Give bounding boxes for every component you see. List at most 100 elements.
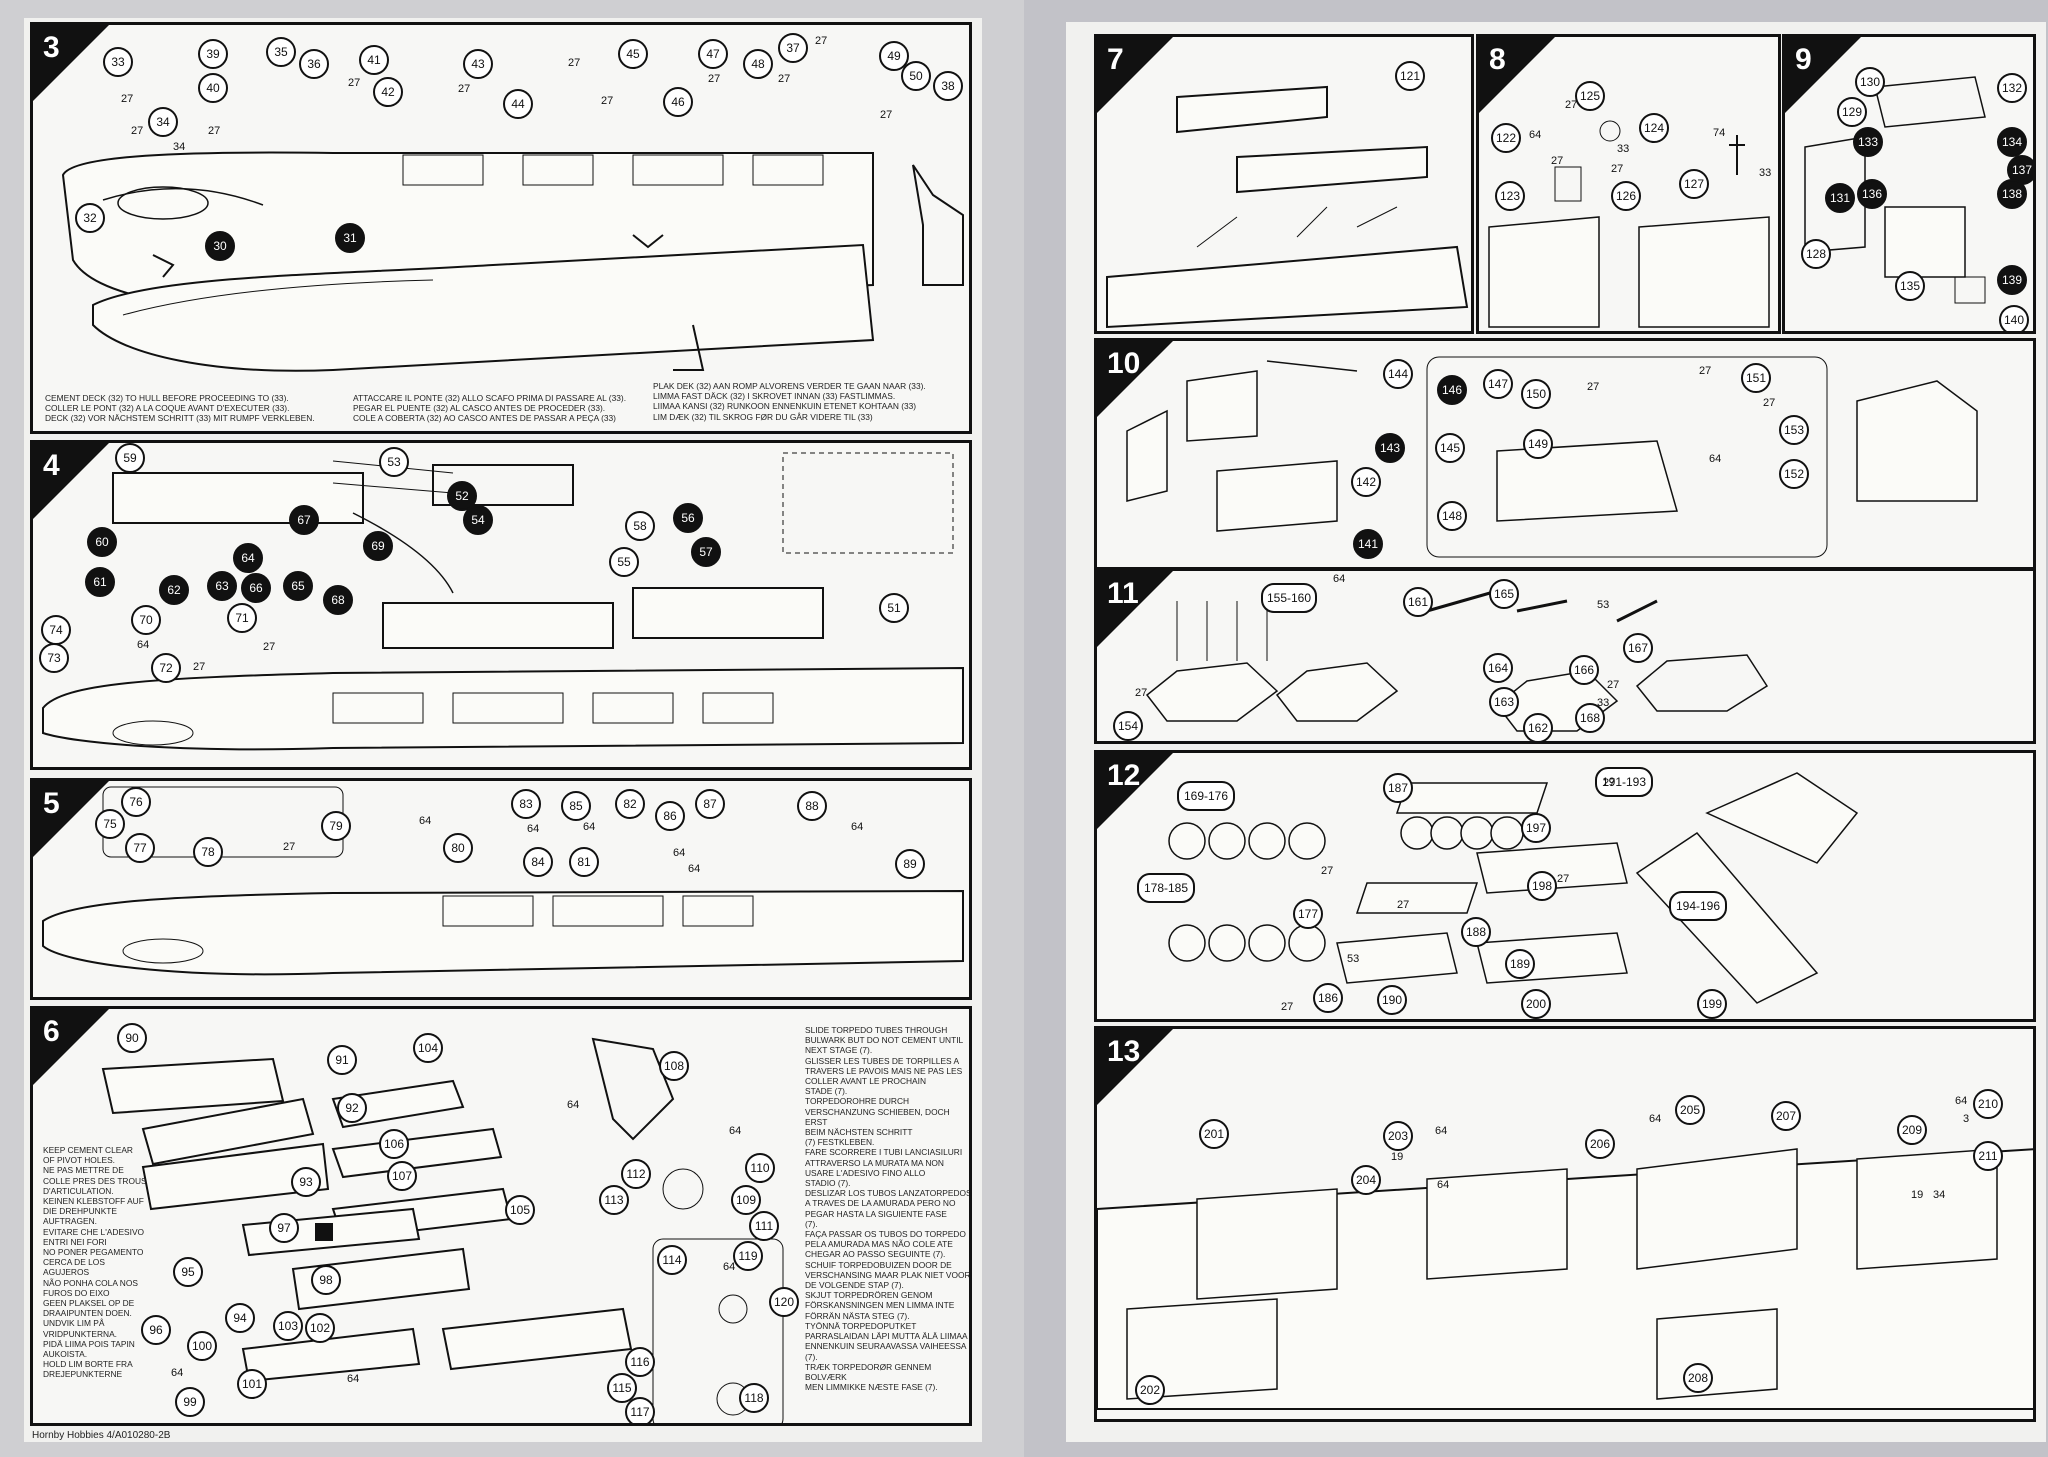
glue-ref: 33 [1759, 167, 1772, 179]
part-callout: 205 [1675, 1095, 1705, 1125]
part-callout: 93 [291, 1167, 321, 1197]
glue-ref: 64 [851, 821, 864, 833]
glue-ref: 64 [583, 821, 596, 833]
part-callout: 152 [1779, 459, 1809, 489]
part-callout: 102 [305, 1313, 335, 1343]
glue-ref: 27 [1321, 865, 1334, 877]
glue-ref: 27 [458, 83, 471, 95]
glue-ref: 27 [1699, 365, 1712, 377]
part-callout: 112 [621, 1159, 651, 1189]
part-callout: 130 [1855, 67, 1885, 97]
part-callout: 104 [413, 1033, 443, 1063]
glue-ref: 27 [568, 57, 581, 69]
part-callout: 163 [1489, 687, 1519, 717]
part-callout: 38 [933, 71, 963, 101]
part-callout: 110 [745, 1153, 775, 1183]
part-callout: 37 [778, 33, 808, 63]
glue-ref: 27 [1587, 381, 1600, 393]
part-callout: 97 [269, 1213, 299, 1243]
glue-ref: 64 [1955, 1095, 1968, 1107]
part-callout: 108 [659, 1051, 689, 1081]
part-callout: 203 [1383, 1121, 1413, 1151]
part-callout: 211 [1973, 1141, 2003, 1171]
part-callout: 148 [1437, 501, 1467, 531]
part-callout: 60 [87, 527, 117, 557]
part-callout: 61 [85, 567, 115, 597]
part-callout: 88 [797, 791, 827, 821]
part-callout: 143 [1375, 433, 1405, 463]
step-8-drawing [1488, 120, 1770, 328]
part-callout: 125 [1575, 81, 1605, 111]
part-callout: 71 [227, 603, 257, 633]
part-callout: 161 [1403, 587, 1433, 617]
glue-ref: 27 [1551, 155, 1564, 167]
part-callout: 189 [1505, 949, 1535, 979]
glue-ref: 27 [193, 661, 206, 673]
part-callout: 31 [335, 223, 365, 253]
part-callout: 177 [1293, 899, 1323, 929]
step-number-badge: 8 [1479, 37, 1555, 113]
part-callout: 36 [299, 49, 329, 79]
part-callout: 98 [311, 1265, 341, 1295]
part-callout: 166 [1569, 655, 1599, 685]
part-callout: 145 [1435, 433, 1465, 463]
step-number-badge: 4 [33, 443, 109, 519]
step-7-panel: 7 121 [1094, 34, 1474, 334]
glue-ref: 27 [1607, 679, 1620, 691]
part-callout: 34 [148, 107, 178, 137]
glue-ref: 64 [729, 1125, 742, 1137]
glue-ref: 53 [1347, 953, 1360, 965]
part-callout: 144 [1383, 359, 1413, 389]
part-callout: 67 [289, 505, 319, 535]
step-5-panel: 5 76 75 77 78 79 80 83 84 85 81 82 86 87… [30, 778, 972, 1000]
glue-ref: 64 [1333, 573, 1346, 585]
glue-ref: 27 [348, 77, 361, 89]
part-callout: 42 [373, 77, 403, 107]
part-callout: 138 [1997, 179, 2027, 209]
part-callout: 140 [1999, 305, 2029, 331]
part-callout: 114 [657, 1245, 687, 1275]
part-callout: 194-196 [1669, 891, 1727, 921]
part-callout: 59 [115, 443, 145, 473]
part-callout: 43 [463, 49, 493, 79]
part-callout: 78 [193, 837, 223, 867]
part-callout: 150 [1521, 379, 1551, 409]
part-callout: 94 [225, 1303, 255, 1333]
glue-ref: 27 [263, 641, 276, 653]
glue-ref: 27 [1397, 899, 1410, 911]
part-callout: 45 [618, 39, 648, 69]
part-callout: 167 [1623, 633, 1653, 663]
part-callout: 199 [1697, 989, 1727, 1019]
part-callout: 83 [511, 789, 541, 819]
part-callout: 63 [207, 571, 237, 601]
part-callout: 30 [205, 231, 235, 261]
glue-ref: 27 [880, 109, 893, 121]
part-callout: 127 [1679, 169, 1709, 199]
glue-ref: 27 [121, 93, 134, 105]
part-callout: 141 [1353, 529, 1383, 559]
part-callout: 39 [198, 39, 228, 69]
step-5-drawing [42, 786, 964, 976]
part-callout: 123 [1495, 181, 1525, 211]
glue-ref: 19 [1911, 1189, 1924, 1201]
step-3-panel: 3 33 39 35 36 41 43 45 47 48 37 49 50 38… [30, 22, 972, 434]
part-callout: 92 [337, 1093, 367, 1123]
part-callout: 41 [359, 45, 389, 75]
part-callout: 200 [1521, 989, 1551, 1019]
part-callout: 107 [387, 1161, 417, 1191]
part-callout: 121 [1395, 61, 1425, 91]
glue-ref: 64 [1649, 1113, 1662, 1125]
part-callout: 79 [321, 811, 351, 841]
black-square-marker [315, 1223, 333, 1241]
part-callout: 58 [625, 511, 655, 541]
part-callout: 90 [117, 1023, 147, 1053]
glue-ref: 64 [1529, 129, 1542, 141]
step-number-badge: 12 [1097, 753, 1173, 829]
part-callout: 153 [1779, 415, 1809, 445]
part-callout: 132 [1997, 73, 2027, 103]
glue-ref: 19 [1391, 1151, 1404, 1163]
glue-ref: 64 [723, 1261, 736, 1273]
part-callout: 191-193 [1595, 767, 1653, 797]
print-code: Hornby Hobbies 4/A010280-2B [32, 1430, 171, 1441]
part-callout: 136 [1857, 179, 1887, 209]
